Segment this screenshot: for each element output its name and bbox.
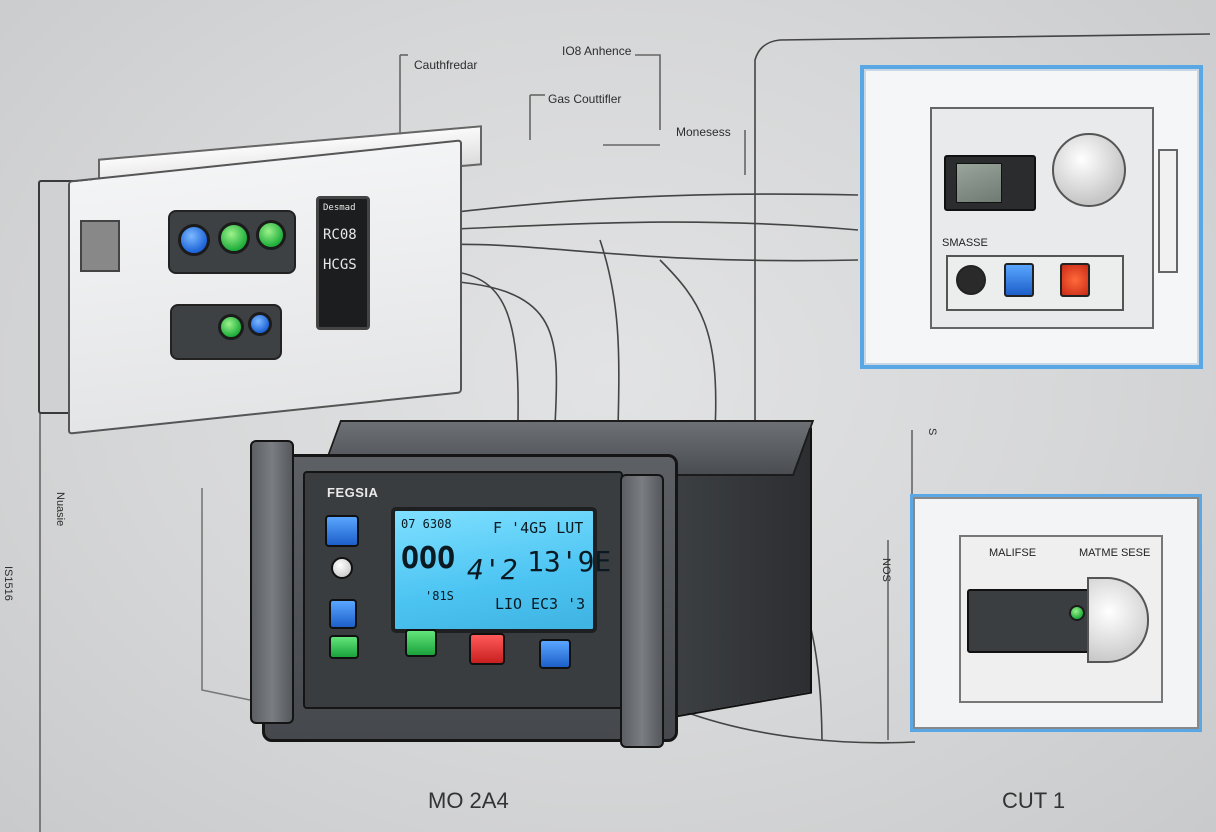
display-line-1: RC08 <box>323 227 357 243</box>
bottom-right-label-right: MATME SESE <box>1079 547 1151 559</box>
knob-pod-bottom <box>170 304 282 360</box>
red-button[interactable] <box>1060 263 1090 297</box>
meter-bracket-right <box>620 474 664 748</box>
lcd-row3-left: '81S <box>425 589 454 603</box>
meter-lcd: 07 6308 F '4G5 LUT OOO 4'2 13'9E '81S LI… <box>391 507 611 633</box>
right-control-panel: SMASSE <box>860 65 1203 369</box>
left-far-annotation: IS1516 <box>2 566 14 601</box>
meter-brand: FEGSIA <box>327 485 379 500</box>
meter-blue-button-3[interactable] <box>539 639 571 669</box>
controller-annotation: Cauthfredar <box>414 58 478 72</box>
gas-controller-annotation: Gas Couttifler <box>548 92 622 106</box>
meter-face: FEGSIA 07 6308 F '4G5 LUT OOO 4'2 13'9E … <box>262 454 678 742</box>
bottom-label-right: CUT 1 <box>1002 788 1066 813</box>
lcd-row1-right: F '4G5 LUT <box>493 519 584 537</box>
right-vertical-annotation-1: S <box>926 428 938 436</box>
meter-blue-button-1[interactable] <box>325 515 359 547</box>
bottom-right-label-left: MALIFSE <box>989 547 1037 559</box>
meter-white-button[interactable] <box>331 557 353 579</box>
monesess-annotation: Monesess <box>676 125 731 139</box>
bottom-right-panel: MALIFSE MATME SESE <box>910 494 1202 732</box>
bottom-label-left: MO 2A4 <box>428 788 509 813</box>
controller-body <box>68 139 462 435</box>
module-green-knob[interactable] <box>1069 605 1085 621</box>
panel-label: SMASSE <box>942 237 988 249</box>
blue-knob-2[interactable] <box>248 312 272 336</box>
knob-pod-top <box>168 210 296 274</box>
display-line-2: HCGS <box>323 257 357 273</box>
lcd-row3-mid: LIO <box>495 595 523 613</box>
lcd-big-mid: 4'2 <box>467 553 518 586</box>
black-button[interactable] <box>956 265 986 295</box>
panel-handle[interactable] <box>1158 149 1178 273</box>
panel-lcd <box>956 163 1002 203</box>
panel-inner-frame: SMASSE <box>930 107 1154 329</box>
green-knob[interactable] <box>218 222 250 254</box>
lcd-row3-right: EC3 '3 <box>531 595 586 613</box>
right-vertical-annotation-2: NOS <box>880 558 892 582</box>
left-vertical-annotation: Nuasie <box>54 492 66 527</box>
lcd-big-left: OOO <box>401 541 456 576</box>
meter-green-button-2[interactable] <box>405 629 437 657</box>
green-knob-3[interactable] <box>218 314 244 340</box>
display-header: Desmad <box>323 203 356 213</box>
lcd-big-right: 13'9E <box>527 545 612 578</box>
blue-button[interactable] <box>1004 263 1034 297</box>
meter-green-button-1[interactable] <box>329 635 359 659</box>
blue-knob[interactable] <box>178 224 210 256</box>
panel-dial[interactable] <box>1052 133 1126 207</box>
io-annotation: IO8 Anhence <box>562 44 632 58</box>
controller-display: Desmad RC08 HCGS <box>316 196 370 330</box>
meter-bracket-left <box>250 440 294 724</box>
lcd-row1-left: 07 6308 <box>401 517 452 531</box>
green-knob-2[interactable] <box>256 220 286 250</box>
panel-display <box>944 155 1036 211</box>
left-controller: Desmad RC08 HCGS <box>38 125 482 435</box>
bottom-right-module <box>967 589 1099 653</box>
meter-inner-panel: FEGSIA 07 6308 F '4G5 LUT OOO 4'2 13'9E … <box>303 471 623 709</box>
controller-clamp <box>80 220 120 272</box>
meter-blue-button-2[interactable] <box>329 599 357 629</box>
panel-button-strip <box>946 255 1124 311</box>
meter-red-button[interactable] <box>469 633 505 665</box>
digital-meter: FEGSIA 07 6308 F '4G5 LUT OOO 4'2 13'9E … <box>250 418 815 748</box>
